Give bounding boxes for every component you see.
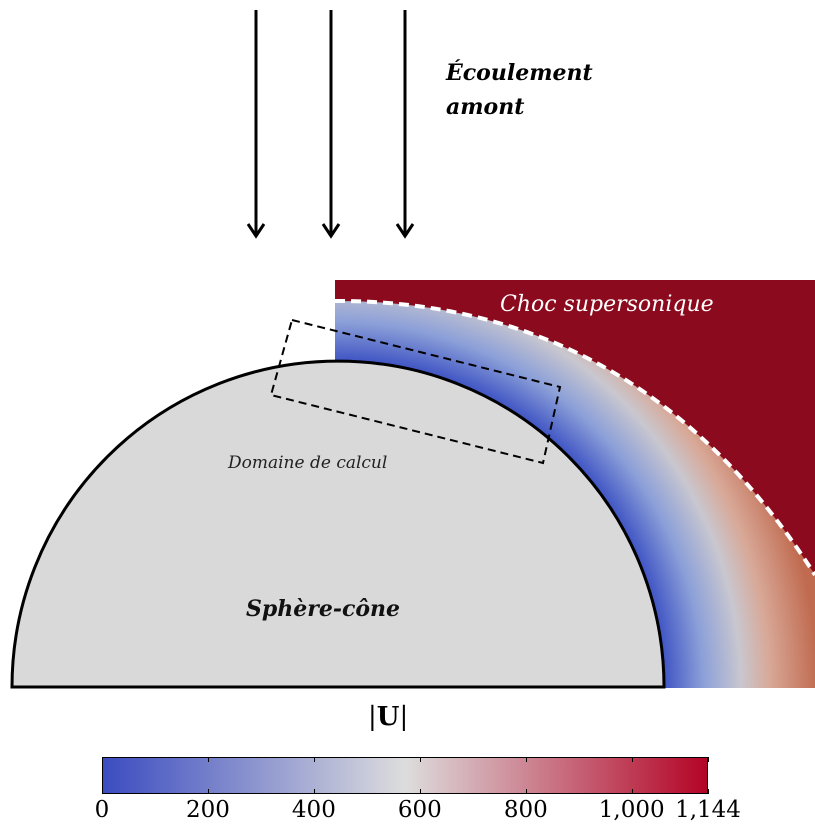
colorbar-tick-label: 1,000: [598, 797, 665, 823]
sphere-cone-body: [10, 359, 666, 689]
arrow-2: [321, 10, 341, 239]
colorbar-tick-mark: [419, 757, 421, 794]
flow-arrows: [246, 10, 415, 239]
arrow-3: [395, 10, 415, 239]
upstream-flow-label-line2: amont: [446, 94, 525, 120]
body-label: Sphère-cône: [246, 596, 401, 622]
colorbar: [102, 757, 708, 794]
colorbar-tick-label: 400: [291, 797, 336, 823]
colorbar-tick-label: 0: [94, 797, 110, 823]
shock-label: Choc supersonique: [500, 292, 714, 317]
colorbar-tick-label: 200: [185, 797, 230, 823]
colorbar-tick-mark: [207, 757, 209, 794]
colorbar-title: |U|: [368, 702, 409, 732]
domain-label: Domaine de calcul: [228, 453, 388, 473]
colorbar-tick-mark: [313, 757, 315, 794]
colorbar-title-symbol: U: [376, 702, 400, 732]
colorbar-tick-label: 800: [503, 797, 548, 823]
arrow-1: [246, 10, 266, 239]
computational-domain-box: [269, 318, 562, 465]
colorbar-tick-mark: [102, 757, 103, 794]
colorbar-tick-mark: [708, 757, 709, 794]
upstream-flow-label-line1: Écoulement: [446, 60, 593, 86]
upstream-flow-label: Écoulement amont: [446, 56, 593, 124]
colorbar-tick-mark: [525, 757, 527, 794]
colorbar-tick-label: 1,144: [675, 797, 741, 823]
colorbar-tick-mark: [631, 757, 633, 794]
shock-line: [334, 298, 815, 577]
colorbar-tick-label: 600: [397, 797, 442, 823]
